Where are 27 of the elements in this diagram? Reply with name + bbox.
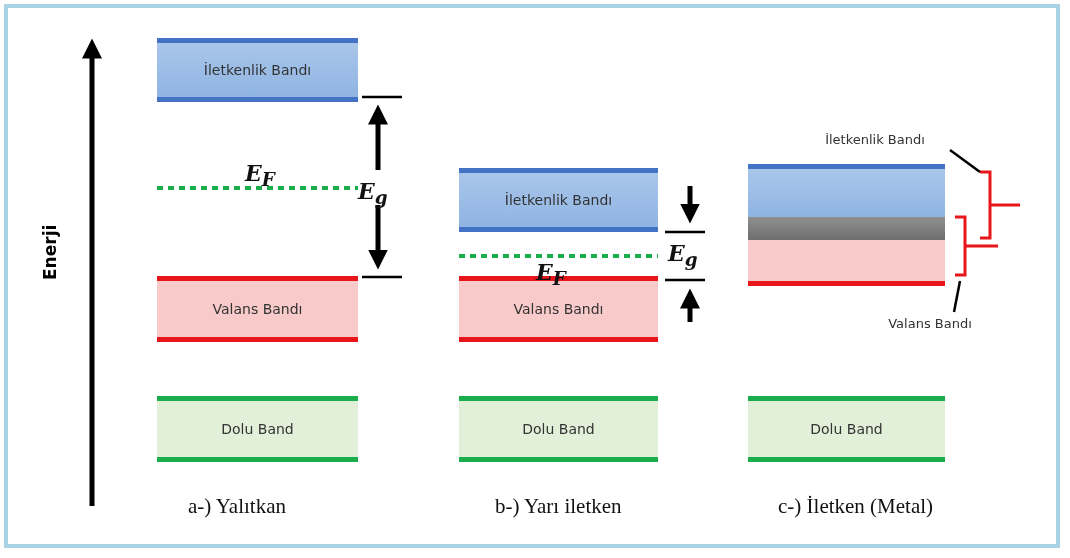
band-label: Dolu Band bbox=[221, 421, 294, 437]
band-label: İletkenlik Bandı bbox=[800, 128, 950, 150]
valence-band bbox=[157, 276, 358, 342]
filled-band bbox=[459, 396, 658, 462]
band-label: İletkenlik Bandı bbox=[203, 62, 312, 78]
caption: a-) Yalıtkan bbox=[188, 494, 286, 519]
band-gap-symbol: E$_{g}$ bbox=[668, 240, 698, 271]
band-overlap bbox=[748, 217, 945, 240]
axis-label: Enerji bbox=[40, 224, 60, 280]
band-label: Dolu Band bbox=[522, 421, 595, 437]
conduction-band bbox=[157, 38, 358, 102]
band-label: Dolu Band bbox=[810, 421, 883, 437]
caption: b-) Yarı iletken bbox=[495, 494, 622, 519]
filled-band bbox=[748, 396, 945, 462]
conduction-band bbox=[459, 168, 658, 232]
band-label: Valans Bandı bbox=[870, 312, 990, 334]
filled-band bbox=[157, 396, 358, 462]
caption: c-) İletken (Metal) bbox=[778, 494, 934, 519]
leader-line bbox=[949, 149, 981, 173]
leader-line bbox=[952, 280, 962, 313]
band-label: İletkenlik Bandı bbox=[504, 192, 613, 208]
valence-band bbox=[748, 240, 945, 286]
band-label: Valans Bandı bbox=[212, 301, 303, 317]
conduction-band bbox=[748, 164, 945, 217]
band-gap-symbol: E$_{g}$ bbox=[358, 178, 388, 209]
band-label: Valans Bandı bbox=[513, 301, 604, 317]
fermi-level-symbol: E$_{F}$ bbox=[245, 160, 275, 191]
